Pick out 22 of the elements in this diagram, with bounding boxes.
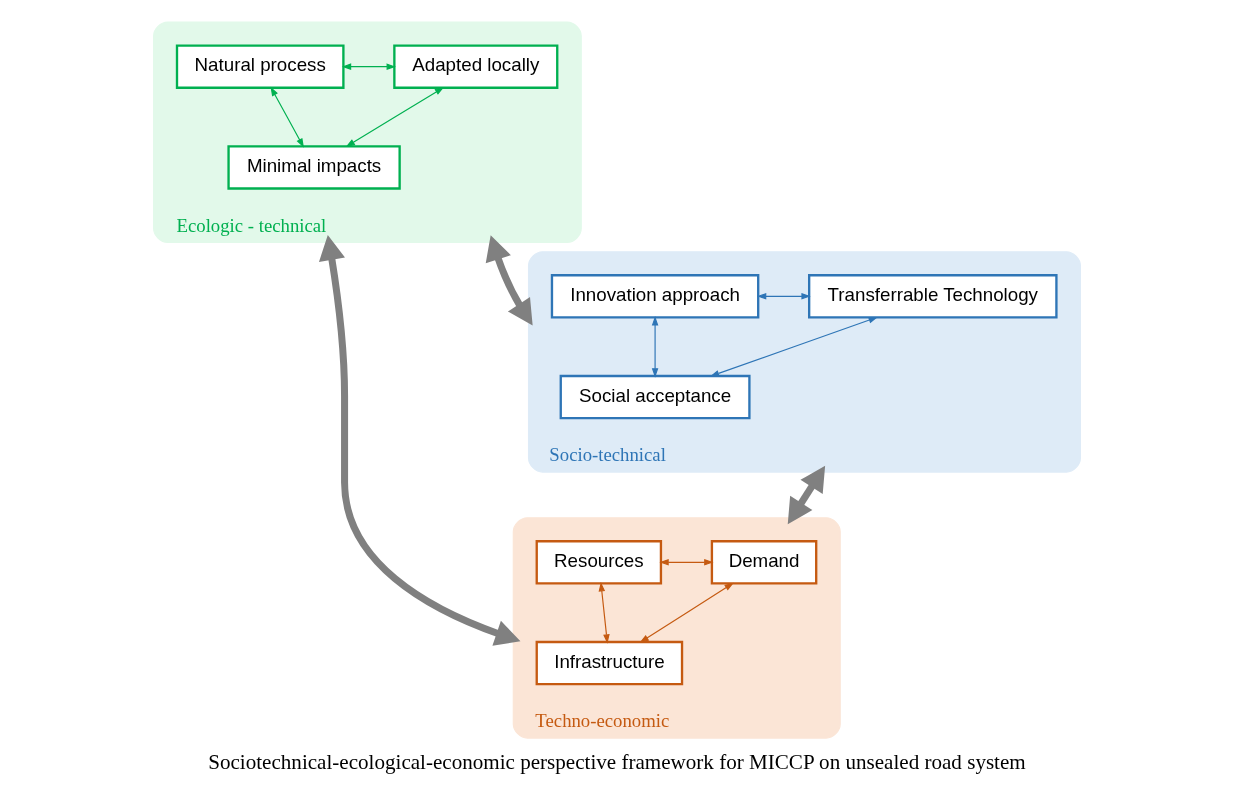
arrow [639, 582, 734, 643]
node-box: Adapted locally [392, 44, 558, 89]
arrow [598, 582, 610, 644]
node-box: Minimal impacts [226, 145, 401, 190]
arrow [651, 316, 658, 378]
node-box: Resources [535, 540, 662, 585]
node-box: Transferrable Technology [807, 274, 1058, 319]
node-box: Infrastructure [535, 640, 683, 686]
arrow [341, 63, 396, 70]
arrow [787, 465, 825, 525]
arrow [756, 293, 811, 300]
node-box: Innovation approach [550, 274, 759, 319]
arrow [318, 234, 520, 646]
node-box: Social acceptance [559, 374, 751, 420]
arrow [345, 87, 444, 148]
arrow [709, 316, 878, 377]
arrow [485, 235, 533, 326]
diagram-title: Sociotechnical-ecological-economic perspective framework for MICCP on unsealed road system [207, 750, 1026, 774]
arrow [658, 559, 714, 566]
node-box: Demand [710, 540, 817, 585]
node-box: Natural process [175, 44, 345, 89]
arrow [270, 86, 304, 148]
